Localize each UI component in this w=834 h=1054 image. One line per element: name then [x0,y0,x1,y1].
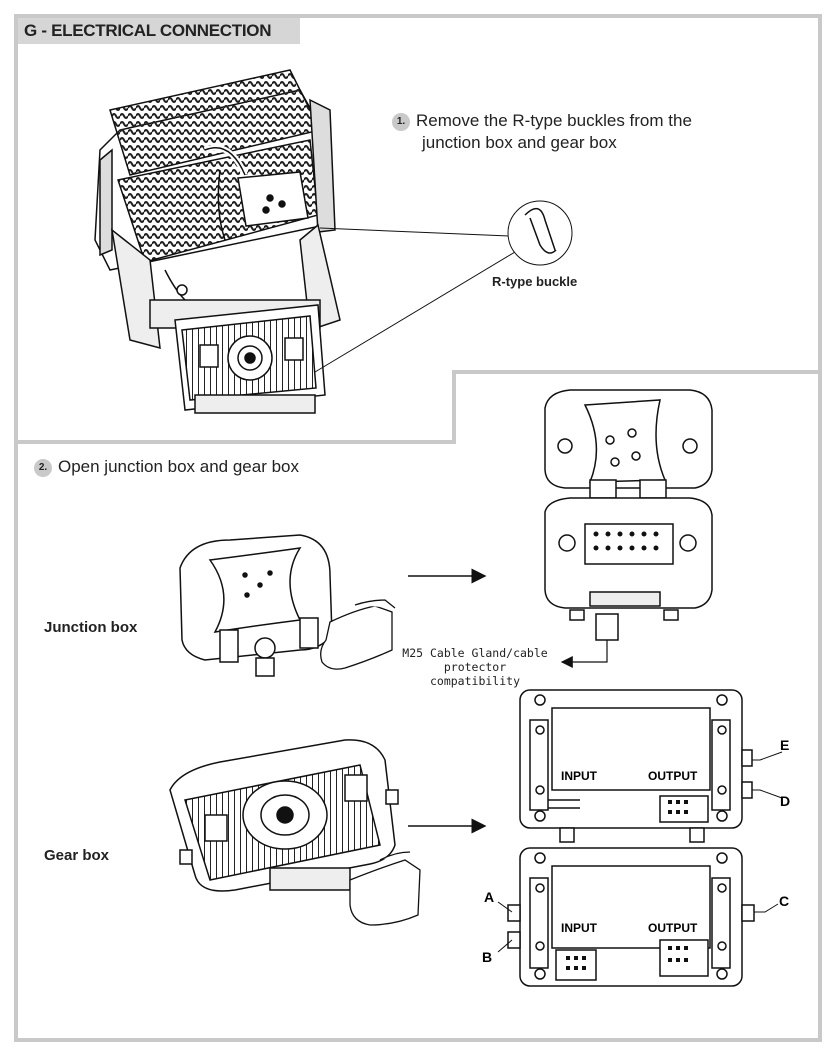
step1-line1: Remove the R-type buckles from the [416,111,692,130]
step1-number: 1. [392,113,410,131]
divider-horizontal-top [452,370,822,374]
junction-box-closed-illustration [179,534,333,677]
step2-label: Open junction box and gear box [58,457,300,476]
divider-horizontal-bottom [14,440,456,444]
r-buckle-callout [314,200,573,373]
base-output-label: OUTPUT [648,921,698,935]
step2-number: 2. [34,459,52,477]
divider-vertical [452,370,456,442]
lid-output-label: OUTPUT [648,769,698,783]
port-label-a: A [484,889,494,905]
arrow-cable-gland [560,640,608,668]
r-buckle-label: R-type buckle [492,274,578,289]
junction-box-label: Junction box [44,619,138,636]
port-label-d: D [780,793,790,809]
page-frame [14,14,822,1042]
step1-line2: junction box and gear box [422,133,617,152]
port-leaders [497,751,783,953]
floodlight-illustration [94,69,341,414]
section-title: G - ELECTRICAL CONNECTION [18,18,300,44]
step2-text: 2. Open junction box and gear box [34,456,299,478]
base-input-label: INPUT [561,921,598,935]
cable-gland-note: M25 Cable Gland/cable protector compatib… [396,646,554,688]
lid-input-label: INPUT [561,769,598,783]
cable-gland-note-line2: protector compatibility [429,660,520,688]
gear-box-closed-illustration [169,739,399,892]
gear-box-label: Gear box [44,847,110,864]
port-label-c: C [779,893,789,909]
step1-text: 1. Remove the R-type buckles from the jun… [392,110,692,154]
hands-gearbox-illustration [349,851,421,926]
cable-gland-note-line1: M25 Cable Gland/cable [402,646,548,660]
gear-box-open-base-illustration [507,847,755,987]
junction-box-open-illustration [544,389,713,641]
gear-box-open-lid-illustration [519,689,753,843]
port-label-b: B [482,949,492,965]
port-label-e: E [780,737,789,753]
hands-junction-illustration [320,599,396,670]
